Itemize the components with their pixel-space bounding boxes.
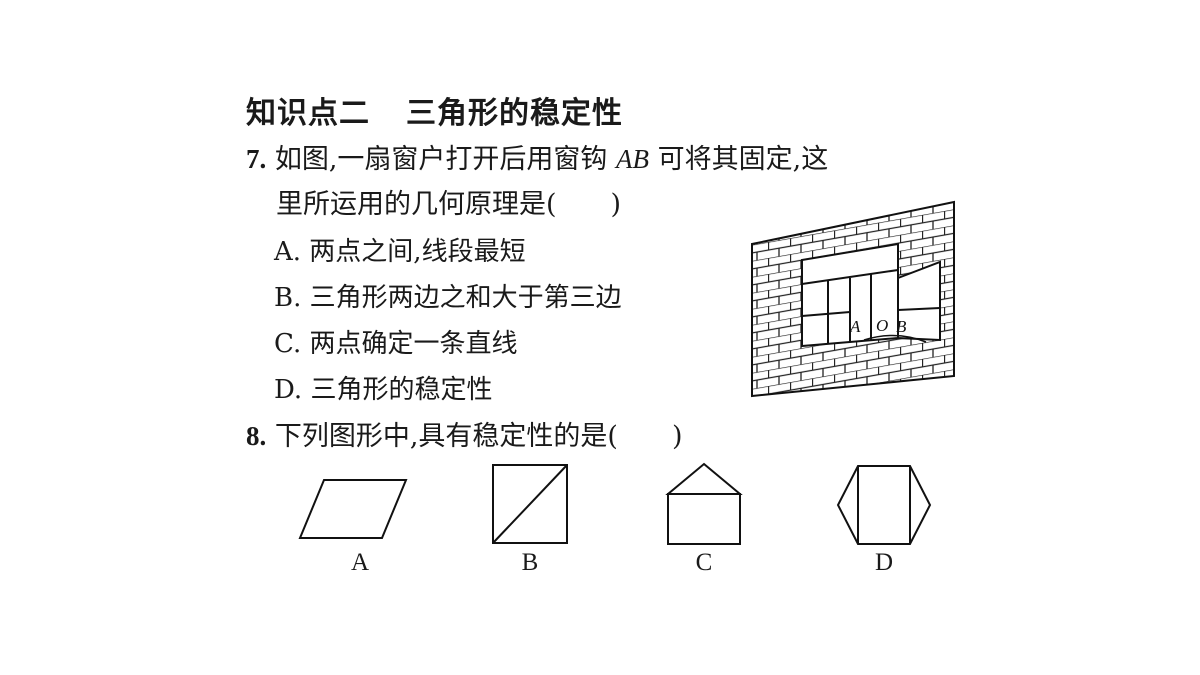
q8-text: 下列图形中,具有稳定性的是( ) (274, 421, 683, 452)
figure-label-b: B (896, 317, 907, 336)
shape-c-house (665, 462, 743, 545)
figure-label-o: O (876, 316, 888, 335)
q8-number: 8. (246, 421, 267, 451)
section-title-part2: 三角形的稳定性 (406, 96, 623, 131)
q8-line: 8. 下列图形中,具有稳定性的是( ) (246, 419, 683, 454)
q7-option-a: A. 两点之间,线段最短 (274, 237, 526, 267)
shape-d-hexagon (836, 465, 932, 545)
q7-option-b: B. 三角形两边之和大于第三边 (274, 283, 622, 313)
open-window-pane (897, 260, 941, 342)
window-figure: A O B (751, 200, 955, 398)
q7-line1: 7. 如图,一扇窗户打开后用窗钩 AB 可将其固定,这 (246, 142, 828, 177)
shape-a-parallelogram (298, 479, 408, 539)
shape-b-square-with-diagonal (492, 464, 568, 544)
section-heading: 知识点二 三角形的稳定性 (246, 88, 623, 132)
window-frame (801, 242, 899, 348)
window-hook (863, 334, 927, 343)
q7-option-d: D. 三角形的稳定性 (274, 375, 493, 405)
q7-number: 7. (246, 144, 267, 174)
q7-line1-post: 可将其固定,这 (657, 144, 829, 175)
q7-line2: 里所运用的几何原理是( ) (276, 189, 622, 220)
shape-label-c: C (695, 549, 713, 576)
figure-label-a: A (849, 317, 861, 336)
shape-label-b: B (521, 549, 539, 576)
section-title-part1: 知识点二 (246, 96, 370, 131)
shape-label-a: A (350, 549, 370, 576)
q7-var-ab: AB (616, 144, 650, 174)
q7-line1-pre: 如图,一扇窗户打开后用窗钩 (274, 144, 608, 175)
shape-label-d: D (874, 549, 894, 576)
q7-option-c: C. 两点确定一条直线 (274, 329, 518, 359)
